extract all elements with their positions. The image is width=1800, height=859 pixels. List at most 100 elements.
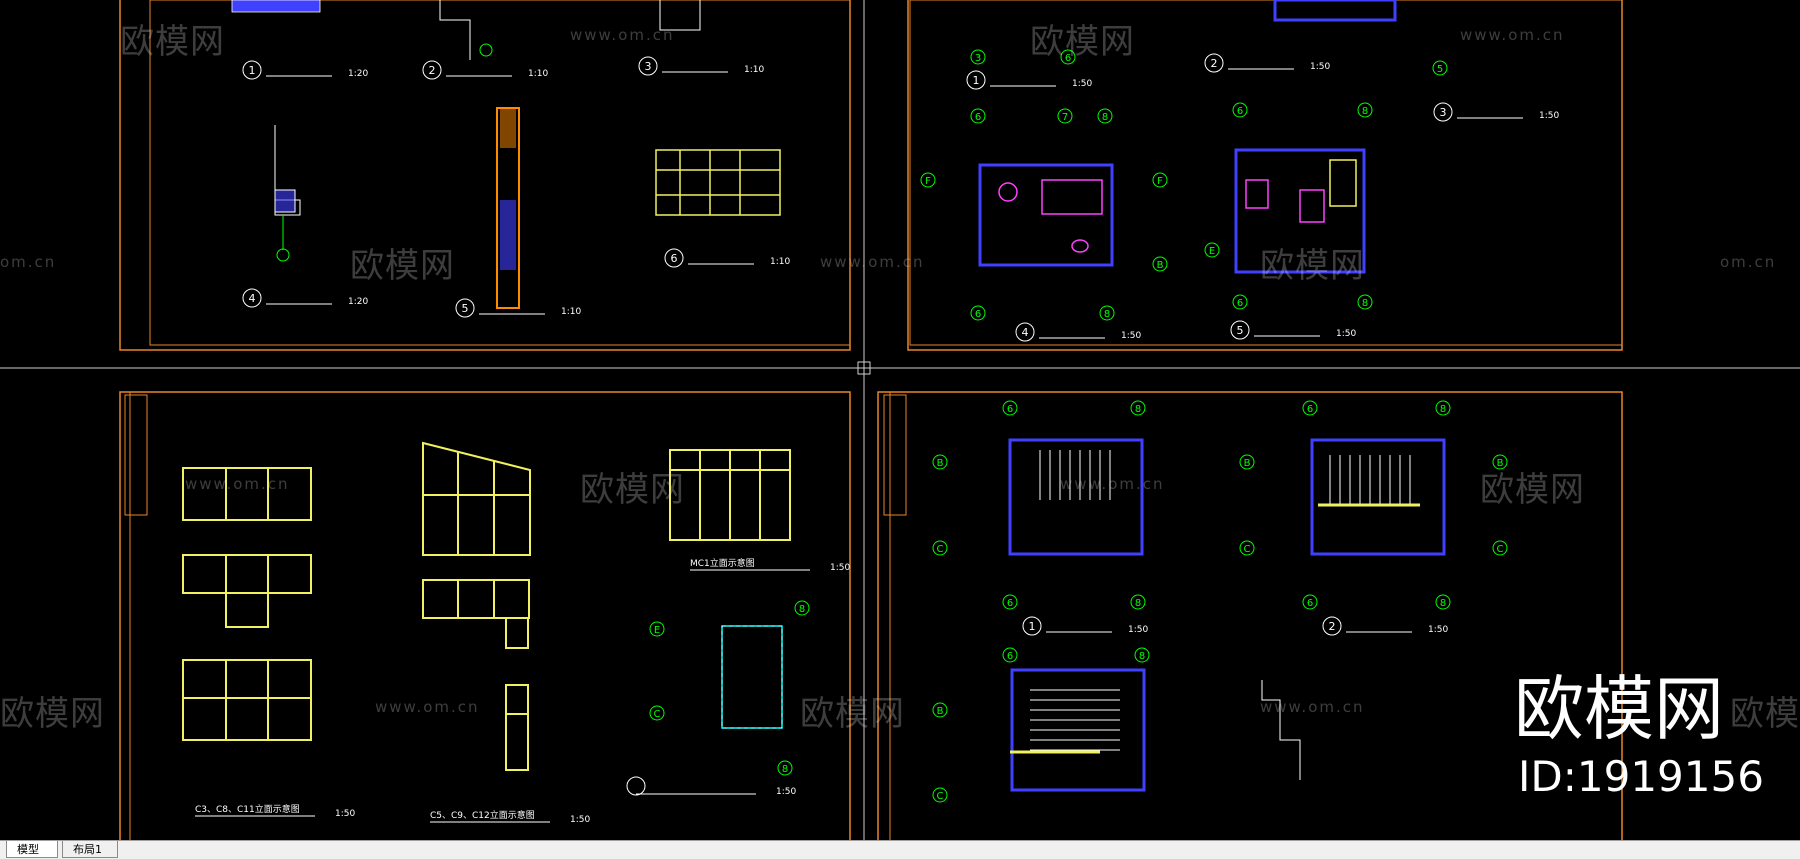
axis-label: 6 bbox=[1007, 404, 1013, 415]
axis-bubble: 8 bbox=[1357, 102, 1373, 118]
title-block-left-4 bbox=[883, 394, 907, 516]
axis-bubble: 6 bbox=[1232, 102, 1248, 118]
axis-bubble: 8 bbox=[1435, 400, 1451, 416]
axis-label: B bbox=[1157, 260, 1164, 271]
axis-label: B bbox=[1497, 458, 1504, 469]
detail5-wall bbox=[500, 200, 516, 270]
title-block-left-3 bbox=[124, 394, 148, 516]
axis-bubble: B bbox=[1492, 454, 1508, 470]
tab-layout1[interactable]: 布局1 bbox=[62, 841, 118, 858]
axis-bubble: C bbox=[1239, 540, 1255, 556]
axis-label: B bbox=[937, 706, 944, 717]
caption-label: C5、C9、C12立面示意图 bbox=[430, 809, 535, 821]
detail4-hatch bbox=[274, 189, 296, 213]
axis-bubble: E bbox=[1204, 242, 1220, 258]
axis-label: 8 bbox=[799, 604, 805, 615]
bath-plan-4-walls bbox=[978, 163, 1114, 267]
axis-label: 8 bbox=[1135, 598, 1141, 609]
detail-scale: 1:10 bbox=[744, 65, 764, 75]
axis-bubble: 8 bbox=[1130, 400, 1146, 416]
detail-number: 2 bbox=[429, 64, 436, 77]
axis-label: 6 bbox=[1007, 598, 1013, 609]
detail1-section bbox=[231, 0, 321, 13]
axis-bubble: B bbox=[932, 702, 948, 718]
caption-scale: 1:50 bbox=[335, 809, 355, 819]
bath-plan-4-tub bbox=[1041, 179, 1103, 215]
axis-bubble: F bbox=[920, 172, 936, 188]
sheet-inner-frame-4 bbox=[889, 391, 1623, 840]
detail5-cap bbox=[500, 108, 516, 148]
sheet-frame-2 bbox=[907, 0, 1623, 351]
brand-overlay-title: 欧模网 bbox=[1514, 668, 1724, 750]
axis-label: 8 bbox=[1362, 298, 1368, 309]
axis-label: 8 bbox=[782, 764, 788, 775]
axis-bubble: 8 bbox=[794, 600, 810, 616]
axis-bubble: 5 bbox=[1432, 60, 1448, 76]
axis-label: C bbox=[1497, 544, 1504, 555]
detail2-section bbox=[439, 0, 471, 60]
bath-plan-4-wc bbox=[1071, 239, 1089, 253]
sheet-frames bbox=[119, 0, 1623, 840]
axis-bubble: C bbox=[932, 540, 948, 556]
caption-label: C3、C8、C11立面示意图 bbox=[195, 803, 300, 815]
detail-scale: 1:50 bbox=[1128, 625, 1148, 635]
elevation-caption: C3、C8、C11立面示意图 1:50 bbox=[195, 803, 355, 819]
brand-overlay-id: ID:1919156 bbox=[1518, 752, 1764, 801]
axis-label: C bbox=[937, 544, 944, 555]
axis-label: B bbox=[1244, 458, 1251, 469]
axis-bubble: 6 bbox=[1302, 594, 1318, 610]
detail-scale: 1:10 bbox=[561, 307, 581, 317]
detail-scale: 1:50 bbox=[1121, 331, 1141, 341]
axis-label: C bbox=[654, 709, 661, 720]
axis-bubble: 8 bbox=[777, 760, 793, 776]
detail-scale: 1:50 bbox=[1336, 329, 1356, 339]
stair-section bbox=[1261, 680, 1301, 780]
sheet-inner-frame-1 bbox=[149, 0, 851, 346]
detail-scale: 1:10 bbox=[528, 69, 548, 79]
axis-bubble: C bbox=[1492, 540, 1508, 556]
axis-bubble: C bbox=[932, 787, 948, 803]
axis-label: F bbox=[1157, 176, 1163, 187]
canopy-section bbox=[721, 625, 783, 729]
bath-plan-4-basin bbox=[998, 182, 1018, 202]
caption-scale: 1:50 bbox=[570, 815, 590, 825]
detail3-section bbox=[659, 0, 701, 31]
window-c3-bottom bbox=[182, 659, 312, 741]
axis-bubble: 6 bbox=[1232, 294, 1248, 310]
detail-number: 1 bbox=[973, 74, 980, 87]
detail-number: 6 bbox=[671, 252, 678, 265]
axis-label: 6 bbox=[1307, 598, 1313, 609]
axis-bubble: 8 bbox=[1130, 594, 1146, 610]
axis-label: 6 bbox=[1237, 298, 1243, 309]
axis-label: 6 bbox=[975, 309, 981, 320]
axis-label: B bbox=[937, 458, 944, 469]
axis-bubble: E bbox=[649, 621, 665, 637]
axis-label: E bbox=[654, 625, 660, 636]
axis-bubble: 3 bbox=[970, 49, 986, 65]
stair-plan-3-walls bbox=[1010, 668, 1146, 792]
axis-label: E bbox=[1209, 246, 1215, 257]
axis-label: 5 bbox=[1437, 64, 1443, 75]
axis-label: 8 bbox=[1139, 651, 1145, 662]
stair-plan-2-walls bbox=[1310, 438, 1446, 556]
tab-model[interactable]: 模型 bbox=[6, 841, 58, 858]
axis-bubble: F bbox=[1152, 172, 1168, 188]
sheet-inner-frame-3 bbox=[129, 391, 851, 840]
detail-number: 1 bbox=[249, 64, 256, 77]
detail-number: 2 bbox=[1211, 57, 1218, 70]
axis-bubble: 6 bbox=[970, 305, 986, 321]
axis-bubble: 6 bbox=[1302, 400, 1318, 416]
window-c5-top bbox=[422, 441, 531, 556]
